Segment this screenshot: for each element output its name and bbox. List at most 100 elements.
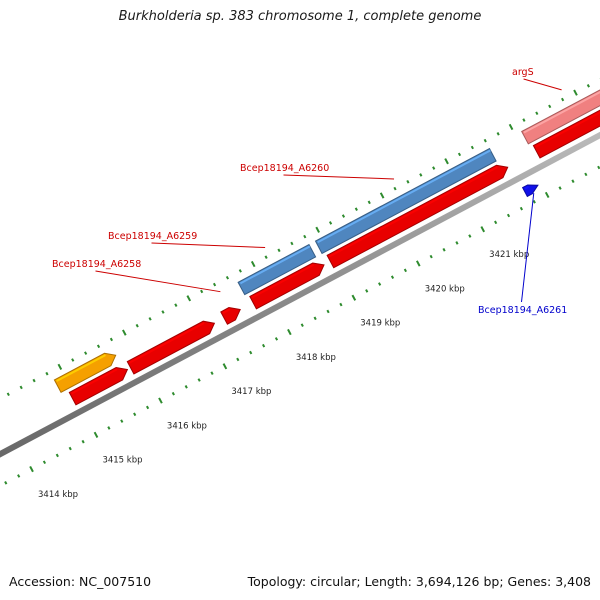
gene-highlight [222, 308, 231, 314]
minor-tick [120, 419, 124, 423]
major-tick [186, 295, 192, 302]
minor-tick [496, 132, 500, 136]
label-layer: argS Bcep18194_A6260Bcep18194_A6259Bcep18… [52, 67, 567, 316]
minor-tick [548, 104, 552, 109]
minor-tick [171, 391, 175, 396]
minor-tick [303, 234, 307, 239]
minor-tick [42, 460, 47, 465]
minor-tick [367, 200, 371, 205]
gene-orange[interactable] [53, 352, 117, 393]
minor-tick [145, 405, 150, 410]
minor-tick [210, 371, 214, 375]
major-tick [158, 397, 163, 404]
gene-highlight [317, 149, 491, 244]
minor-tick [571, 179, 575, 184]
minor-tick [442, 247, 446, 252]
gene-highlight [328, 166, 498, 258]
major-tick [573, 89, 578, 96]
minor-tick [81, 439, 85, 444]
label-leader-line [95, 270, 221, 293]
gene-Bcep18194_A6260-cds[interactable] [314, 147, 497, 255]
minor-tick [378, 282, 382, 286]
major-tick [444, 158, 449, 165]
minor-tick [429, 254, 433, 259]
major-tick [250, 260, 256, 268]
major-tick [315, 226, 320, 233]
major-tick [287, 328, 292, 336]
minor-tick [174, 303, 178, 307]
gene-highlight [523, 90, 600, 134]
minor-tick [406, 179, 410, 184]
gene-label[interactable]: Bcep18194_A6258 [52, 259, 141, 270]
minor-tick [468, 234, 472, 238]
minor-tick [197, 378, 201, 382]
label-leader-line [521, 192, 535, 303]
minor-tick [200, 289, 204, 294]
gene-red-1[interactable] [68, 366, 129, 406]
minor-tick [597, 165, 600, 170]
minor-tick [133, 412, 137, 417]
minor-tick [558, 186, 562, 190]
minor-tick [326, 309, 330, 314]
minor-tick [277, 248, 281, 253]
minor-tick [586, 84, 590, 88]
minor-tick [249, 350, 253, 355]
gene-red-4[interactable] [326, 164, 509, 269]
minor-tick [519, 206, 523, 211]
gene-red-3[interactable] [249, 262, 325, 310]
major-tick [222, 363, 228, 370]
gene-red-2[interactable] [126, 320, 216, 375]
minor-tick [290, 241, 294, 246]
minor-tick [328, 221, 333, 225]
gene-label[interactable]: Bcep18194_A6261 [478, 305, 567, 316]
gene-label[interactable]: Bcep18194_A6260 [240, 163, 329, 174]
minor-tick [264, 255, 268, 259]
minor-tick [390, 275, 395, 279]
label-leader-line [523, 78, 562, 91]
label-leader-line [151, 242, 266, 249]
minor-tick [535, 111, 539, 116]
label-leader-line [283, 174, 395, 180]
minor-tick [161, 310, 165, 314]
minor-tick [135, 323, 139, 328]
minor-tick [238, 269, 242, 273]
gene-Bcep18194_A6258[interactable] [220, 306, 241, 325]
minor-tick [339, 302, 343, 307]
major-tick [351, 294, 357, 301]
tick-label: 3416 kbp [167, 421, 207, 431]
major-tick [508, 123, 514, 131]
minor-tick [506, 213, 511, 218]
minor-tick [432, 166, 436, 170]
gene-label[interactable]: Bcep18194_A6259 [108, 231, 197, 242]
major-tick [379, 192, 385, 199]
chromosome-backbone [0, 131, 600, 458]
tick-label: 3420 kbp [425, 284, 465, 294]
major-tick [122, 329, 127, 336]
gene-highlight [251, 263, 315, 299]
tick-label: 3417 kbp [231, 387, 271, 397]
minor-tick [483, 138, 487, 143]
minor-tick [107, 426, 111, 430]
major-tick [29, 465, 34, 473]
gene-Bcep18194_A6261[interactable] [521, 184, 539, 198]
minor-tick [403, 268, 407, 273]
minor-tick [393, 186, 397, 191]
gene-highlight [129, 322, 205, 364]
major-tick [544, 191, 550, 199]
gene-Bcep18194_A6259-cds[interactable] [237, 243, 317, 296]
minor-tick [236, 357, 240, 362]
minor-tick [148, 317, 152, 321]
tick-label: 3418 kbp [296, 353, 336, 363]
minor-tick [96, 344, 101, 349]
minor-tick [457, 152, 462, 157]
accession-text: Accession: NC_007510 [9, 574, 152, 589]
minor-tick [532, 199, 536, 204]
minor-tick [584, 172, 588, 177]
gene-highlight [535, 111, 600, 148]
gene-label[interactable]: argS [512, 67, 534, 78]
minor-tick [561, 97, 565, 102]
backbone-layer [0, 131, 600, 458]
